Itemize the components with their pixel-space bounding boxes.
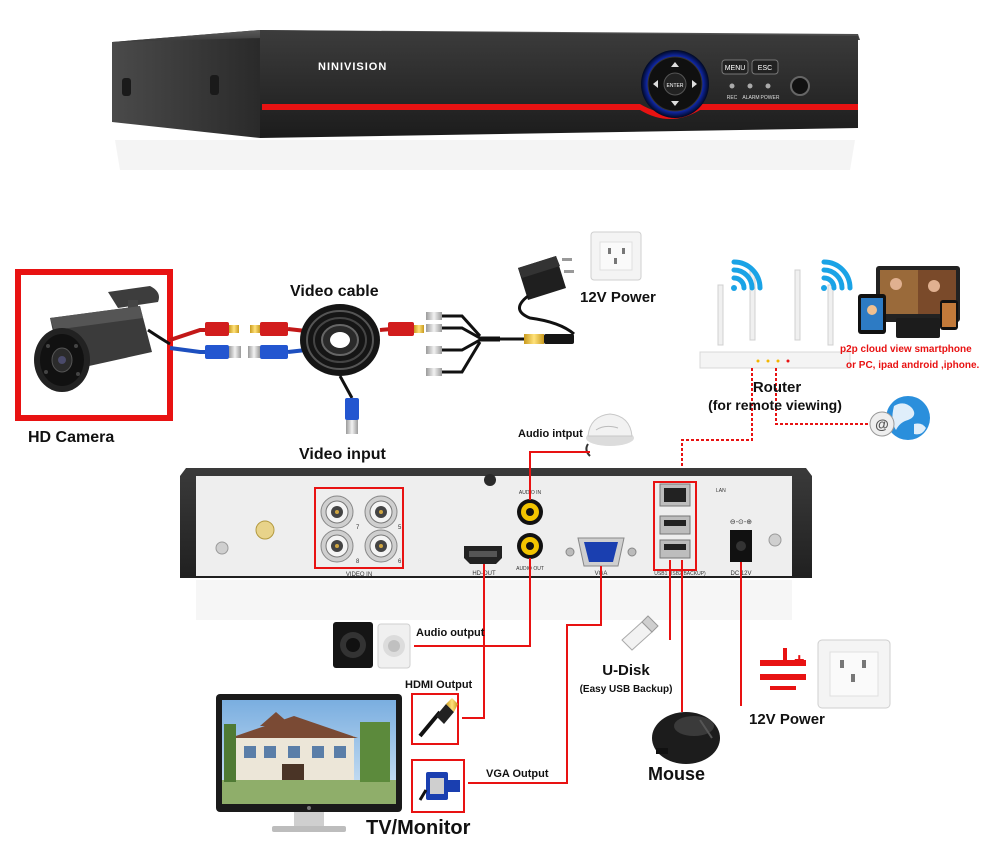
dc-symbol-icon: + [760,648,806,690]
bnc-connector-blue-1 [205,345,241,359]
audio-input-label: Audio intput [518,428,583,440]
usb-port-1[interactable] [659,515,691,535]
svg-text:USB1 USB2(BACKUP): USB1 USB2(BACKUP) [654,571,706,577]
wall-socket-top-icon [590,231,642,281]
microphone-icon [585,413,634,457]
svg-text:MENU: MENU [725,65,746,72]
svg-text:ESC: ESC [758,65,772,72]
dvr-esc-button[interactable] [751,59,779,75]
vga-output-label: VGA Output [486,768,549,780]
bnc-port[interactable] [364,495,398,529]
ir-receiver [790,76,810,96]
bnc-port[interactable] [320,529,354,563]
rca-connector-red-2 [250,322,288,336]
bnc-video-input-plug [338,375,359,434]
udisk-label: U-Disk [602,662,650,679]
wifi-icon-left [731,259,763,291]
udisk-sub-label: (Easy USB Backup) [579,684,673,695]
svg-text:8: 8 [356,559,360,565]
tv-monitor-label: TV/Monitor [366,817,471,839]
router-label: Router [752,379,802,396]
bnc-connector-blue-2 [248,345,288,359]
svg-text:@: @ [875,416,889,432]
dvr-enter-button[interactable] [663,72,687,96]
audio-out-port[interactable] [517,533,543,559]
video-cable-coil [300,304,380,376]
vga-port[interactable] [577,537,625,567]
vga-cable-icon [418,772,460,801]
speakers-icon [333,622,411,669]
svg-text:⊖-⊙-⊕: ⊖-⊙-⊕ [730,519,752,526]
audio-in-port[interactable] [517,499,543,525]
bnc-port[interactable] [320,495,354,529]
video-input-label: Video input [299,446,386,463]
dvr-side-panel [112,30,260,138]
dvr-menu-button[interactable] [721,59,749,75]
hdmi-port[interactable] [464,546,502,564]
rca-connector-red-1 [205,322,239,336]
bnc-port[interactable] [364,529,398,563]
bullet-camera-icon [34,286,171,392]
bnc-port-grid: 7 5 8 6 [320,495,402,565]
hd-camera-label: HD Camera [28,429,115,446]
dvr-red-stripe [262,104,858,119]
tv-monitor-icon [216,694,402,832]
svg-text:7: 7 [356,525,360,531]
usb-port-2[interactable] [659,539,691,559]
wifi-icon-right [821,259,853,291]
mouse-icon [652,712,720,764]
devices-collage-icon [858,266,960,338]
lan-usb-highlight [653,481,697,571]
svg-text:LAN: LAN [716,488,726,494]
power-splitter-cable [426,312,574,376]
wall-socket-bottom-icon [817,639,891,709]
hdmi-output-label: HDMI Output [405,679,473,691]
dvr-front-face [260,30,858,138]
dvr-brand-logo: NINIVISION [318,61,387,73]
router-icon [699,269,851,369]
video-in-port-label: VIDEO IN [346,572,372,578]
usb-flash-drive-icon [621,615,659,651]
svg-text:REC: REC [727,95,738,101]
svg-text:+: + [794,650,805,670]
power-top-label: 12V Power [580,289,656,306]
alarm-led [747,83,753,89]
audio-output-label: Audio output [416,627,485,639]
video-cable-label: Video cable [290,283,379,300]
svg-text:6: 6 [398,559,402,565]
dc-power-port[interactable] [730,530,752,562]
p2p-line-2: or PC, ipad android ,iphone. [846,360,980,371]
hdmi-cable-icon [418,698,458,738]
svg-text:POWER: POWER [761,95,780,101]
svg-text:ALARM: ALARM [742,95,759,101]
network-dashed-lines [681,368,868,490]
router-sub-label: (for remote viewing) [708,397,842,413]
p2p-line-1: p2p cloud view smartphone [840,344,972,355]
power-bottom-label: 12V Power [749,711,825,728]
power-adapter-icon [518,256,575,336]
svg-text:ENTER: ENTER [667,83,684,89]
power-led [765,83,771,89]
svg-text:5: 5 [398,525,402,531]
red-connection-lines [414,451,742,784]
rec-led [729,83,735,89]
internet-globe-icon: @ [869,396,930,440]
video-in-highlight [314,487,404,569]
dvr-front-unit: NINIVISION ENTER MENU ESC REC ALARM POWE… [112,30,860,170]
mouse-label: Mouse [648,764,706,784]
rca-connector-red-3 [388,322,424,336]
lan-port[interactable] [659,483,691,507]
